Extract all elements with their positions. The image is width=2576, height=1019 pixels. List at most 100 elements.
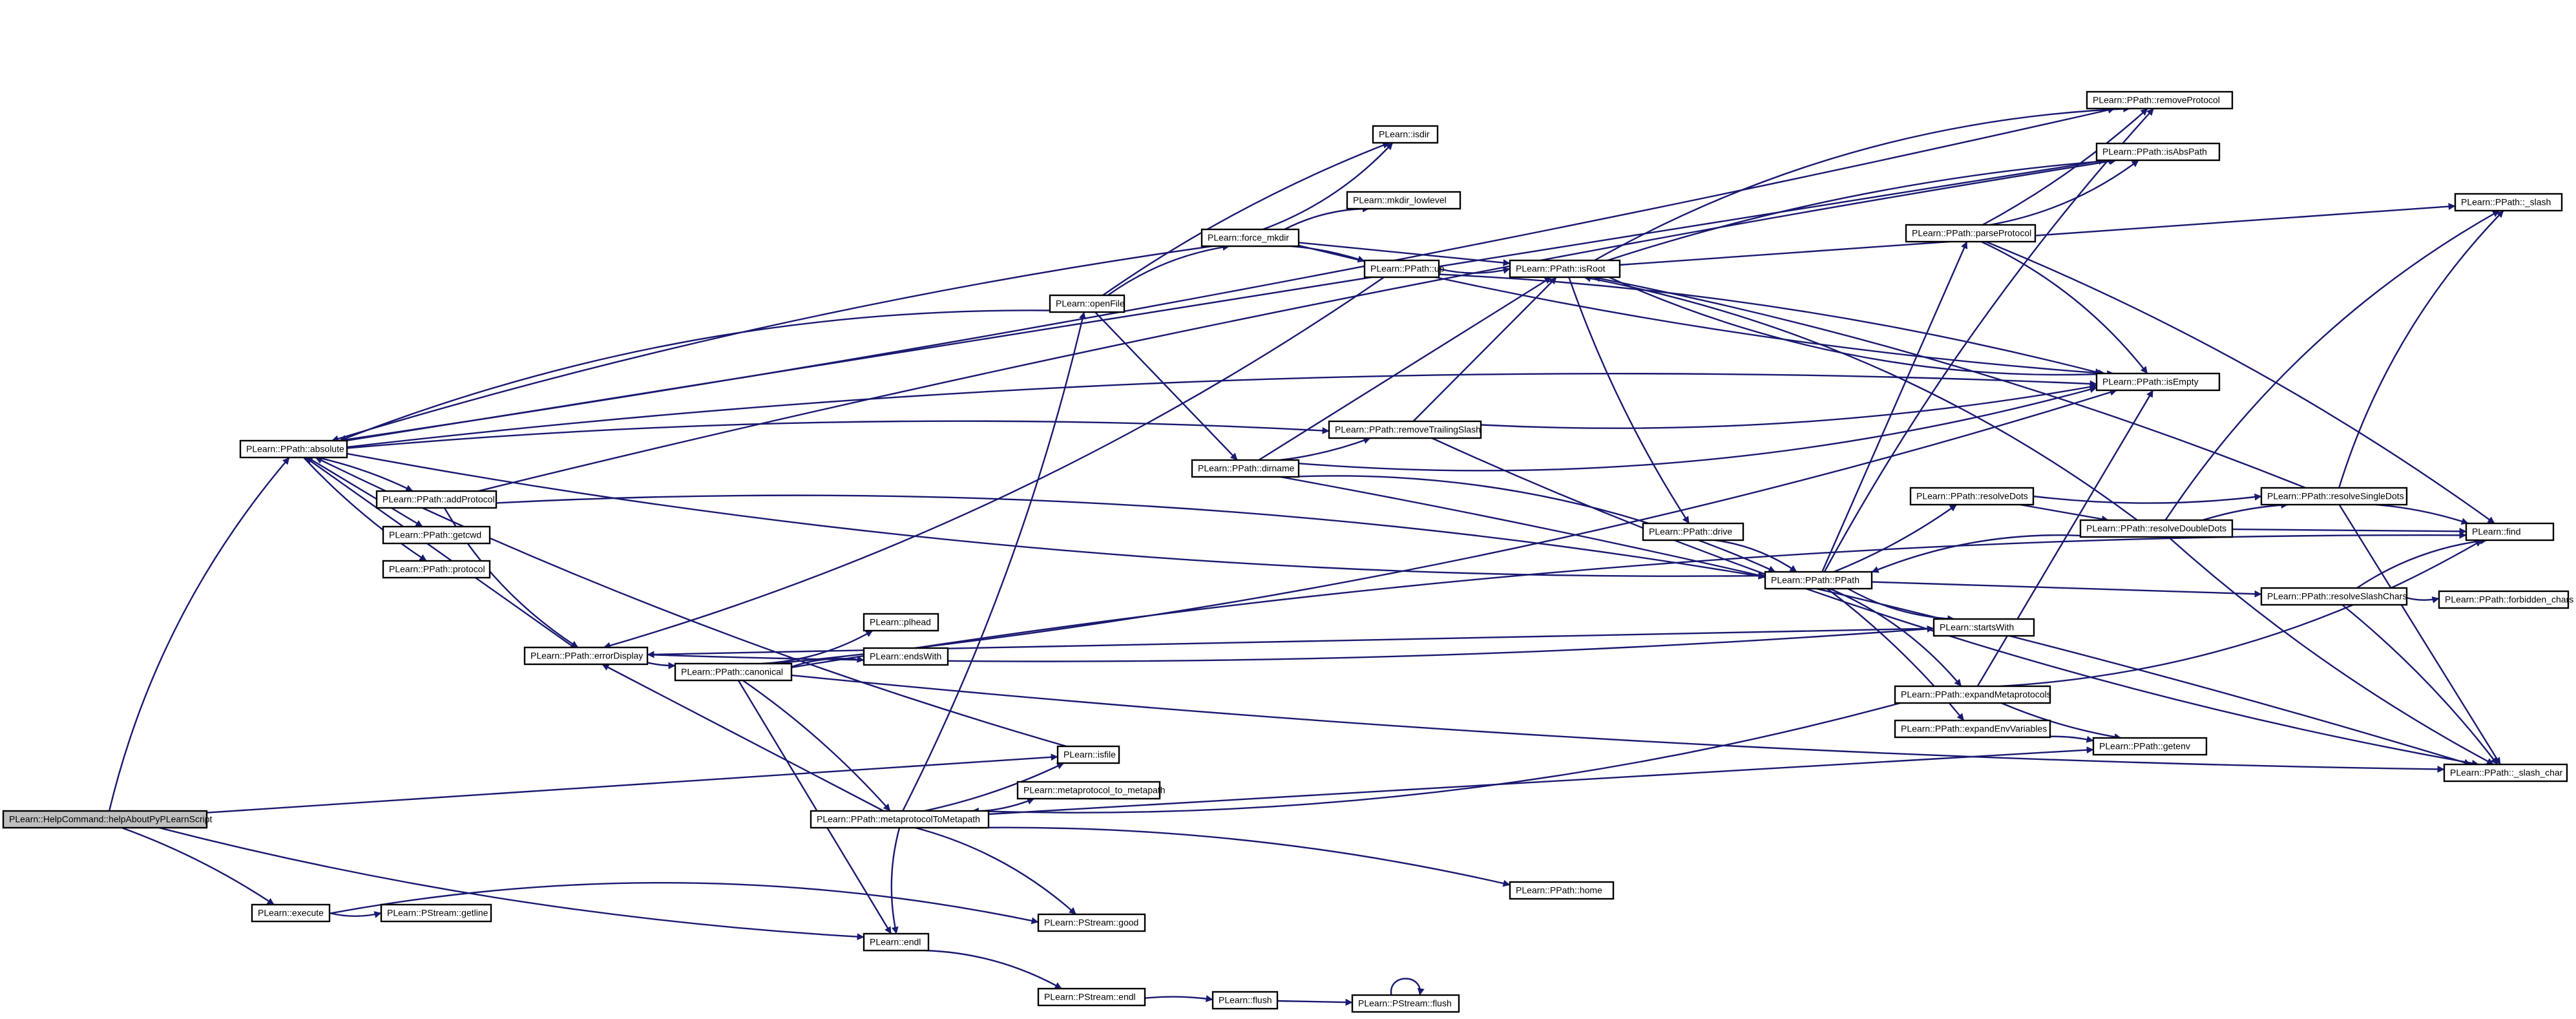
node-box[interactable] <box>2095 142 2221 162</box>
node-box[interactable] <box>1351 994 1460 1013</box>
node-box[interactable] <box>1509 259 1621 278</box>
node-force_mkdir[interactable]: PLearn::force_mkdir <box>1200 228 1300 247</box>
node-resolveSingleDots[interactable]: PLearn::PPath::resolveSingleDots <box>2260 487 2408 506</box>
edge-drive-to-PPath <box>1714 539 1797 573</box>
node-startsWith[interactable]: PLearn::startsWith <box>1932 618 2035 637</box>
node-box[interactable] <box>1049 294 1126 313</box>
node-box[interactable] <box>523 646 649 666</box>
node-metaToMeta[interactable]: PLearn::PPath::metaprotocolToMetapath <box>810 810 990 829</box>
node-box[interactable] <box>1363 259 1440 278</box>
node-openFile[interactable]: PLearn::openFile <box>1049 294 1126 313</box>
node-good[interactable]: PLearn::PStream::good <box>1037 913 1146 932</box>
node-slash[interactable]: PLearn::PPath::_slash <box>2454 193 2563 212</box>
node-helpAbout[interactable]: PLearn::HelpCommand::helpAboutPyPLearnSc… <box>2 810 213 829</box>
node-resolveSlashChars[interactable]: PLearn::PPath::resolveSlashChars <box>2260 587 2408 606</box>
node-isEmpty[interactable]: PLearn::PPath::isEmpty <box>2095 372 2221 392</box>
node-box[interactable] <box>1056 745 1120 764</box>
node-box[interactable] <box>382 560 491 579</box>
node-isdir[interactable]: PLearn::isdir <box>1372 125 1439 144</box>
node-mkdir_lowlevel[interactable]: PLearn::mkdir_lowlevel <box>1346 191 1461 210</box>
node-up[interactable]: PLearn::PPath::up <box>1363 259 1445 278</box>
node-box[interactable] <box>1909 487 2035 506</box>
node-box[interactable] <box>2260 587 2408 606</box>
node-box[interactable] <box>2465 522 2555 541</box>
edge-expandEnv-to-getenv <box>2049 735 2094 743</box>
node-endl[interactable]: PLearn::endl <box>863 932 930 952</box>
node-box[interactable] <box>382 525 491 545</box>
node-box[interactable] <box>2260 487 2408 506</box>
node-box[interactable] <box>1372 125 1439 144</box>
node-box[interactable] <box>863 647 949 666</box>
node-getenv[interactable]: PLearn::PPath::getenv <box>2092 737 2208 756</box>
edge-resolveSlashChars-to-forbidden_chars <box>2406 596 2440 604</box>
edge-expandMeta-to-isEmpty <box>1976 390 2154 687</box>
edge-startsWith-to-errorDisplay <box>647 627 1934 658</box>
node-isRoot[interactable]: PLearn::PPath::isRoot <box>1509 259 1621 278</box>
node-removeProtocol[interactable]: PLearn::PPath::removeProtocol <box>2086 90 2234 110</box>
node-box[interactable] <box>2092 737 2208 756</box>
node-psFlush[interactable]: PLearn::PStream::flush <box>1351 994 1460 1013</box>
node-forbidden_chars[interactable]: PLearn::PPath::forbidden_chars <box>2438 590 2573 609</box>
node-box[interactable] <box>239 439 348 459</box>
node-expandEnv[interactable]: PLearn::PPath::expandEnvVariables <box>1894 719 2051 739</box>
node-label: PLearn::PPath::canonical <box>681 667 783 677</box>
node-box[interactable] <box>863 932 930 952</box>
node-protocol[interactable]: PLearn::PPath::protocol <box>382 560 491 579</box>
node-box[interactable] <box>810 810 990 829</box>
node-resolveDoubleDots[interactable]: PLearn::PPath::resolveDoubleDots <box>2079 519 2234 538</box>
node-removeTrailingSlash[interactable]: PLearn::PPath::removeTrailingSlash <box>1328 420 1482 439</box>
node-box[interactable] <box>1200 228 1300 247</box>
node-box[interactable] <box>863 613 939 632</box>
node-box[interactable] <box>1905 224 2037 243</box>
node-meta_to_metapath[interactable]: PLearn::metaprotocol_to_metapath <box>1016 781 1165 800</box>
node-box[interactable] <box>1894 685 2051 704</box>
node-isfile[interactable]: PLearn::isfile <box>1056 745 1120 764</box>
node-isAbsPath[interactable]: PLearn::PPath::isAbsPath <box>2095 142 2221 162</box>
edge-up-to-isRoot <box>1438 267 1511 274</box>
node-box[interactable] <box>1037 987 1146 1007</box>
node-box[interactable] <box>2095 372 2221 392</box>
node-getcwd[interactable]: PLearn::PPath::getcwd <box>382 525 491 545</box>
node-box[interactable] <box>1509 881 1615 900</box>
node-box[interactable] <box>2086 90 2234 110</box>
node-pl_head[interactable]: PLearn::plhead <box>863 613 939 632</box>
node-box[interactable] <box>251 903 331 923</box>
node-box[interactable] <box>2443 763 2568 783</box>
node-expandMeta[interactable]: PLearn::PPath::expandMetaprotocols <box>1894 685 2051 704</box>
node-box[interactable] <box>1191 459 1300 478</box>
node-box[interactable] <box>2079 519 2234 538</box>
node-slash_char[interactable]: PLearn::PPath::_slash_char <box>2443 763 2568 783</box>
node-getline[interactable]: PLearn::PStream::getline <box>380 903 492 923</box>
node-PPath[interactable]: PLearn::PPath::PPath <box>1764 571 1873 590</box>
node-box[interactable] <box>1037 913 1146 932</box>
node-box[interactable] <box>2438 590 2570 609</box>
node-box[interactable] <box>1764 571 1873 590</box>
node-addProtocol[interactable]: PLearn::PPath::addProtocol <box>375 490 497 509</box>
node-box[interactable] <box>1894 719 2051 739</box>
node-box[interactable] <box>2454 193 2563 212</box>
node-drive[interactable]: PLearn::PPath::drive <box>1642 522 1744 541</box>
node-box[interactable] <box>380 903 492 923</box>
node-box[interactable] <box>1328 420 1482 439</box>
node-box[interactable] <box>1016 781 1161 800</box>
node-endsWith[interactable]: PLearn::endsWith <box>863 647 949 666</box>
node-resolveDots[interactable]: PLearn::PPath::resolveDots <box>1909 487 2035 506</box>
node-box[interactable] <box>1346 191 1461 210</box>
node-flush[interactable]: PLearn::flush <box>1211 991 1279 1010</box>
node-psEndl[interactable]: PLearn::PStream::endl <box>1037 987 1146 1007</box>
node-parseProtocol[interactable]: PLearn::PPath::parseProtocol <box>1905 224 2037 243</box>
node-dirname[interactable]: PLearn::PPath::dirname <box>1191 459 1300 478</box>
node-absolute[interactable]: PLearn::PPath::absolute <box>239 439 348 459</box>
node-label: PLearn::PPath::isAbsPath <box>2102 147 2207 157</box>
node-box[interactable] <box>1211 991 1279 1010</box>
node-box[interactable] <box>1642 522 1744 541</box>
node-home[interactable]: PLearn::PPath::home <box>1509 881 1615 900</box>
node-find[interactable]: PLearn::find <box>2465 522 2555 541</box>
node-box[interactable] <box>674 662 793 682</box>
node-canonical[interactable]: PLearn::PPath::canonical <box>674 662 793 682</box>
node-box[interactable] <box>2 810 208 829</box>
node-box[interactable] <box>1932 618 2035 637</box>
node-errorDisplay[interactable]: PLearn::PPath::errorDisplay <box>523 646 649 666</box>
node-box[interactable] <box>375 490 497 509</box>
node-execute[interactable]: PLearn::execute <box>251 903 331 923</box>
